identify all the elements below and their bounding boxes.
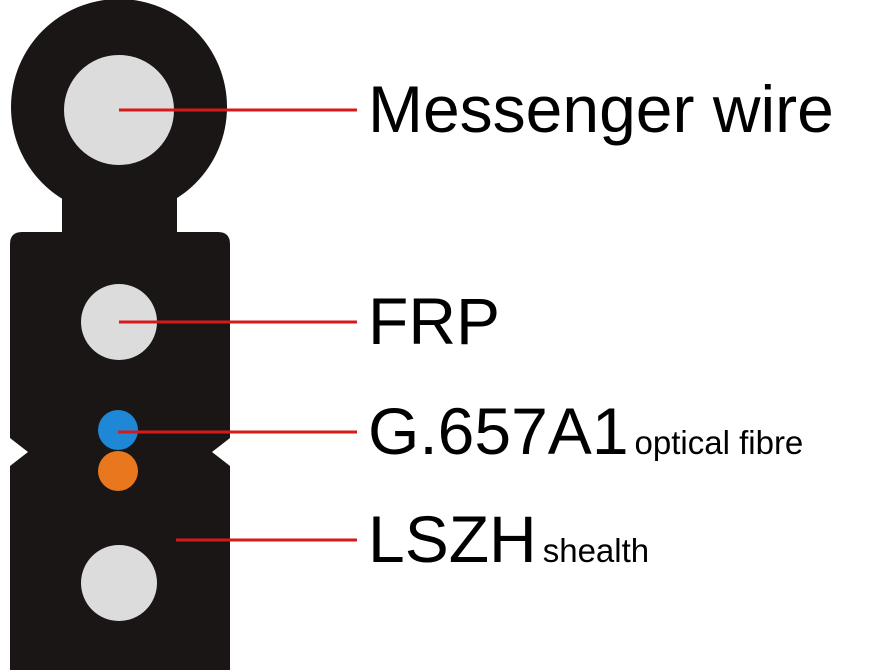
label-messenger-wire: Messenger wire (368, 76, 834, 142)
optical-fibre-orange (98, 451, 138, 491)
sheath-sub-text: shealth (542, 532, 650, 569)
frp-rod-bottom (81, 545, 157, 621)
leader-lines (118, 108, 357, 542)
fibre-sub-text: optical fibre (634, 424, 804, 461)
optical-fibre-blue (98, 410, 138, 450)
label-frp: FRP (368, 288, 500, 354)
fibre-type-text: G.657A1 (368, 394, 629, 468)
messenger-wire-text: Messenger wire (368, 72, 834, 146)
sheath-type-text: LSZH (368, 502, 537, 576)
frp-text: FRP (368, 284, 500, 358)
sheath-body (10, 232, 230, 670)
